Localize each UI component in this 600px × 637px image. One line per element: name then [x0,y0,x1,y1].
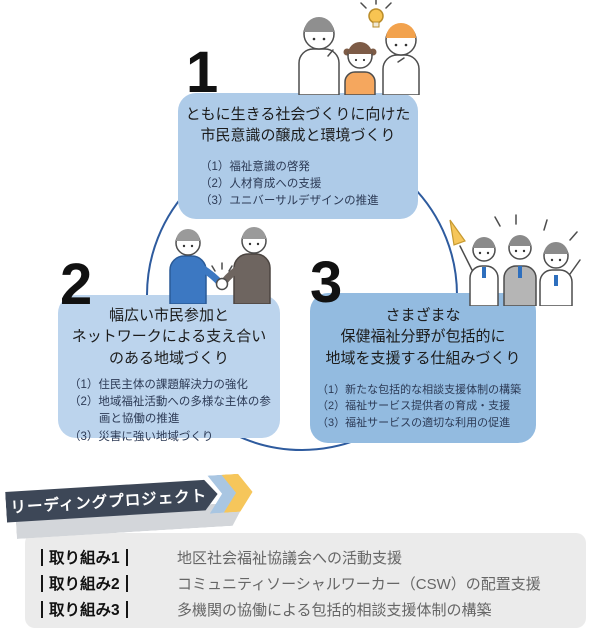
pillar-3-number: 3 [310,250,342,315]
pillar-2-item: （1）住民主体の課題解決力の強化 [69,378,248,391]
emphasis-lines [494,214,578,241]
person-woman [382,23,420,95]
person-man-thinking [298,17,340,95]
vertical-bar [125,600,128,618]
project-row: 取り組み3 多機関の協働による包括的相談支援体制の構築 [35,596,586,622]
pillar-1-item: （3）ユニバーサルデザインの推進 [200,195,379,208]
handshake-hands [211,262,233,291]
pillar-3-box: さまざまな 保健福祉分野が包括的に 地域を支援する仕組みづくり （1）新たな包括… [310,293,536,443]
cheering-team-illustration [449,214,581,306]
project-label: 取り組み2 [49,576,120,593]
handshake-illustration [169,227,271,304]
project-description: コミュニティソーシャルワーカー（CSW）の配置支援 [177,575,541,593]
pillar-1-number: 1 [186,40,218,105]
person-child [343,42,377,95]
pillar-2-title: 幅広い市民参加と ネットワークによる支え合い のある地域づくり [71,307,267,367]
pillar-3-items: （1）新たな包括的な相談支援体制の構築 （2）福祉サービス提供者の育成・支援 （… [310,382,536,432]
project-description: 多機関の協働による包括的相談支援体制の構築 [177,601,492,619]
leading-project-banner-label: リーディングプロジェクト [5,479,218,523]
project-label-group: 取り組み2 [35,572,153,594]
person-man-waving [539,242,581,306]
pillar-3-item: （2）福祉サービス提供者の育成・支援 [317,400,511,413]
pillar-1-title: ともに生きる社会づくりに向けた 市民意識の醸成と環境づくり [185,106,411,145]
vertical-bar [125,548,128,566]
pillar-2-item: （2）地域福祉活動への多様な主体の参画と協働の推進 [69,396,271,426]
pillar-1-box: ともに生きる社会づくりに向けた 市民意識の醸成と環境づくり （1）福祉意識の啓発… [178,93,418,219]
project-label-group: 取り組み3 [35,598,153,620]
project-row: 取り組み2 コミュニティソーシャルワーカー（CSW）の配置支援 [35,570,586,596]
project-row: 取り組み1 地区社会福祉協議会への活動支援 [35,544,586,570]
person-woman-cheering [459,237,499,306]
person-right-suit [220,227,271,304]
pillar-2-item: （3）災害に強い地域づくり [69,430,214,443]
projects-panel: 取り組み1 地区社会福祉協議会への活動支援 取り組み2 コミュニティソーシャルワ… [25,533,586,628]
pillar-3-title: さまざまな 保健福祉分野が包括的に 地域を支援する仕組みづくり [325,307,521,367]
pillar-2-number: 2 [60,252,92,317]
family-with-lightbulb-illustration [298,0,420,95]
vertical-bar [125,574,128,592]
lightbulb-icon [360,0,392,28]
pillar-3-item: （3）福祉サービスの適切な利用の促進 [317,416,511,429]
vertical-bar [41,600,43,618]
pillar-1-items: （1）福祉意識の啓発 （2）人材育成への支援 （3）ユニバーサルデザインの推進 [178,159,418,211]
pillar-1-item: （2）人材育成への支援 [200,177,322,190]
project-description: 地区社会福祉協議会への活動支援 [177,549,403,567]
person-man-suit [503,235,537,306]
vertical-bar [41,548,43,566]
project-label-group: 取り組み1 [35,546,153,568]
project-label: 取り組み3 [49,602,120,619]
megaphone-icon [449,219,466,246]
pillar-2-items: （1）住民主体の課題解決力の強化 （2）地域福祉活動への多様な主体の参画と協働の… [58,377,280,446]
pillar-2-box: 幅広い市民参加と ネットワークによる支え合い のある地域づくり （1）住民主体の… [58,295,280,443]
pillar-1-item: （1）福祉意識の啓発 [200,160,310,173]
person-left-blue [169,229,224,304]
vertical-bar [41,574,43,592]
pillar-3-item: （1）新たな包括的な相談支援体制の構築 [317,383,522,396]
project-label: 取り組み1 [49,550,120,567]
